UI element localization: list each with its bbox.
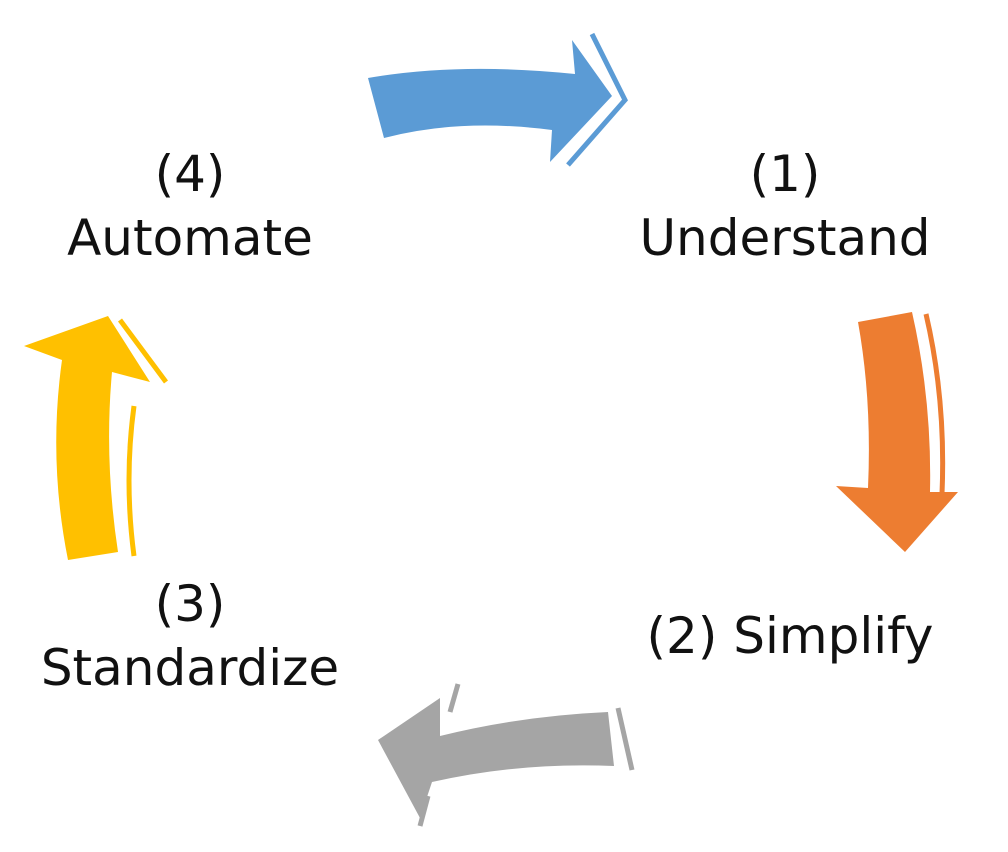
arrow-gray-stripe-2 [447, 683, 461, 713]
arrow-yellow-body [24, 316, 150, 560]
arrow-gray-stripe-3 [417, 795, 431, 827]
step-standardize-text: Standardize [40, 639, 340, 697]
step-understand-label: (1) Understand [600, 142, 970, 270]
step-standardize-number: (3) [154, 575, 226, 633]
arrow-gray-stripe-1 [615, 707, 635, 771]
arrow-gray-body [378, 698, 614, 818]
arrow-yellow-stripe-1 [126, 405, 137, 557]
step-simplify-number: (2) [646, 607, 718, 665]
arrow-yellow-stripe-2 [117, 318, 169, 384]
step-simplify-text: Simplify [733, 607, 934, 665]
arrow-standardize-to-automate [24, 316, 169, 560]
step-simplify-line: (2) Simplify [610, 604, 970, 668]
step-understand-number: (1) [749, 145, 821, 203]
step-standardize-label: (3) Standardize [10, 572, 370, 700]
step-automate-number: (4) [154, 145, 226, 203]
arrow-blue-stripe [566, 32, 628, 167]
arrow-understand-to-simplify [836, 312, 958, 552]
step-automate-label: (4) Automate [20, 142, 360, 270]
step-simplify-label: (2) Simplify [610, 604, 970, 668]
step-automate-text: Automate [67, 209, 313, 267]
step-understand-text: Understand [639, 209, 931, 267]
arrow-blue-body [368, 40, 612, 162]
arrow-automate-to-understand [368, 32, 628, 167]
arrow-orange-stripe [923, 313, 946, 495]
arrow-orange-body [836, 312, 958, 552]
arrow-simplify-to-standardize [378, 683, 635, 827]
